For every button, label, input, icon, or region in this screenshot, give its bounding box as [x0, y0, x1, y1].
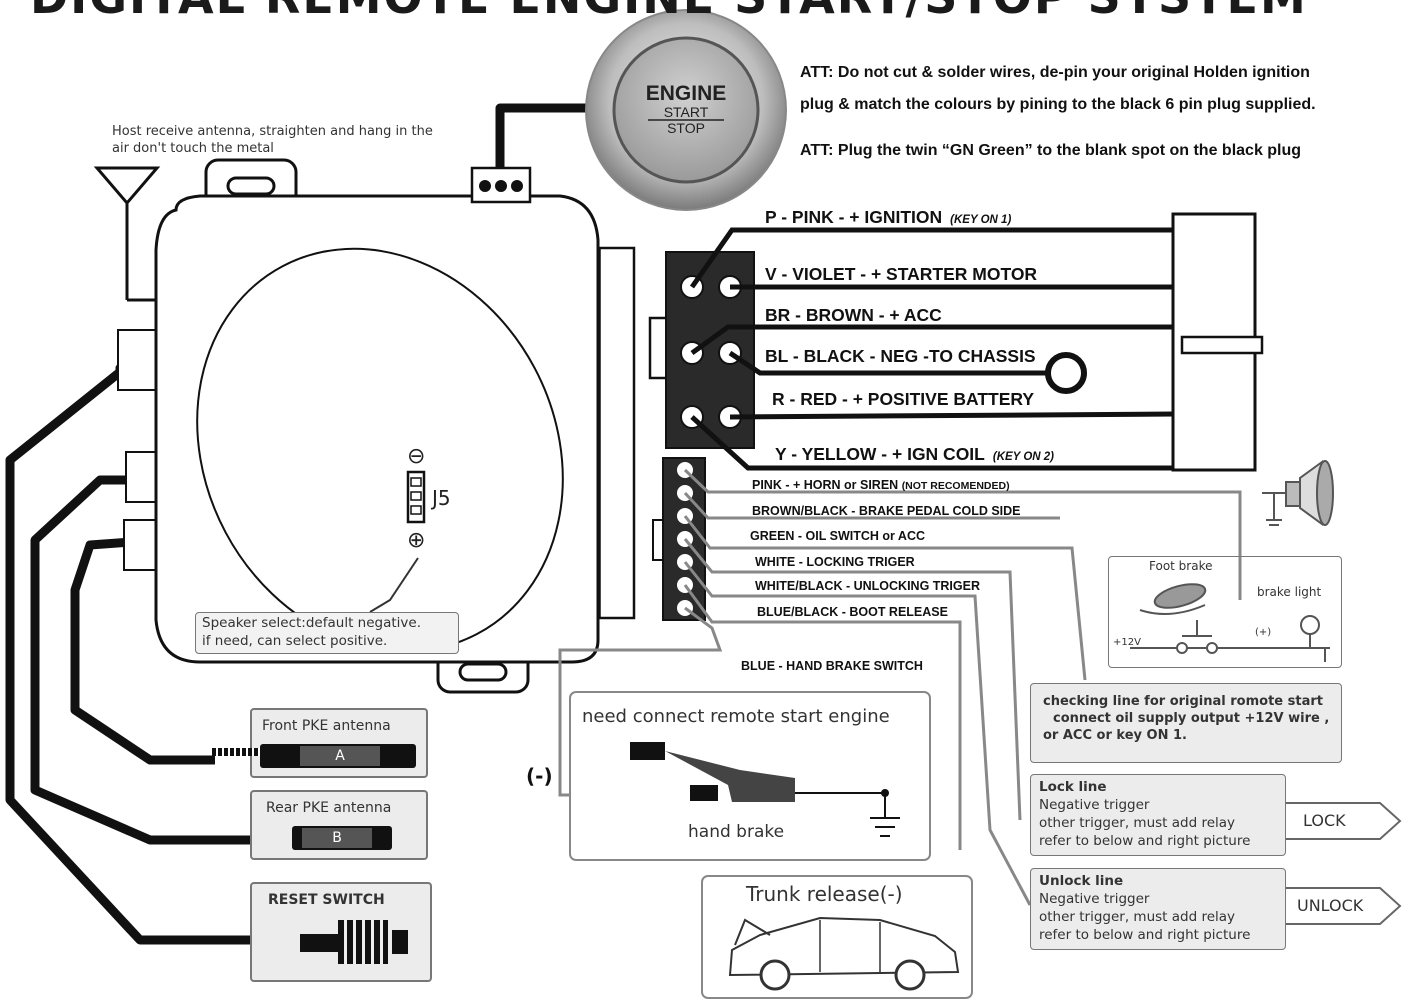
- main-plug-wires: [689, 227, 1176, 471]
- lock-line-2: other trigger, must add relay: [1039, 815, 1236, 831]
- checking-line-2: connect oil supply output +12V wire ,: [1053, 711, 1330, 726]
- wire-label-yellow: Y - YELLOW - + IGN COIL(KEY ON 2): [775, 444, 1054, 464]
- foot-brake-circuit: [1130, 583, 1330, 662]
- host-antenna-icon: [93, 166, 175, 302]
- wire-label-red: R - RED - + POSITIVE BATTERY: [772, 389, 1035, 409]
- reset-switch-icon: [300, 934, 340, 952]
- lock-line-title: Lock line: [1039, 779, 1107, 795]
- button-label-engine: ENGINE: [646, 82, 727, 105]
- antenna-label-line-2: air don't touch the metal: [112, 141, 274, 156]
- secondary-label-blue-black: BLUE/BLACK - BOOT RELEASE: [757, 605, 948, 619]
- reset-switch-title: RESET SWITCH: [268, 892, 385, 908]
- att-note-line-2: plug & match the colours by pining to th…: [800, 96, 1316, 113]
- jumper-plus-icon: ⊕: [407, 528, 426, 553]
- speaker-note-line-1: Speaker select:default negative.: [202, 615, 421, 631]
- button-cable: [470, 103, 600, 204]
- chassis-ground-ring-icon: [1045, 352, 1087, 394]
- foot-brake-title: Foot brake: [1149, 559, 1213, 573]
- hand-brake-ground-label: (-): [526, 764, 553, 788]
- brake-light-label: brake light: [1257, 585, 1322, 599]
- rear-pke-antenna-box: Rear PKE antenna B: [250, 790, 428, 860]
- foot-brake-plus: (+): [1255, 627, 1272, 638]
- rear-pke-letter: B: [302, 828, 372, 848]
- horn-icon: [1262, 460, 1334, 526]
- reset-switch-box: RESET SWITCH: [250, 882, 432, 982]
- jumper-j5: [406, 470, 426, 524]
- wire-label-black: BL - BLACK - NEG -TO CHASSIS: [765, 346, 1036, 366]
- jumper-label: J5: [432, 486, 451, 510]
- secondary-label-green: GREEN - OIL SWITCH or ACC: [750, 529, 925, 543]
- button-label-stop: STOP: [667, 120, 705, 136]
- original-ignition-plug: [1171, 212, 1264, 472]
- checking-line-box: checking line for original romote start …: [1030, 683, 1342, 763]
- speaker-note-pointer: [369, 557, 419, 613]
- lock-line-3: refer to below and right picture: [1039, 833, 1251, 849]
- rear-pke-antenna-icon: B: [292, 826, 392, 850]
- lock-arrow-label: LOCK: [1303, 811, 1346, 830]
- page-title: DIGITAL REMOTE ENGINE START/STOP SYSTEM: [30, 0, 1308, 24]
- unlock-line-box: Unlock line Negative trigger other trigg…: [1030, 868, 1286, 950]
- control-module: [117, 158, 636, 694]
- checking-line-1: checking line for original romote start: [1043, 694, 1324, 709]
- secondary-label-blue: BLUE - HAND BRAKE SWITCH: [741, 659, 923, 673]
- foot-brake-12v: +12V: [1113, 637, 1141, 648]
- checking-line-3: or ACC or key ON 1.: [1043, 728, 1187, 743]
- speaker-note-line-2: if need, can select positive.: [202, 633, 388, 649]
- front-pke-title: Front PKE antenna: [262, 718, 391, 734]
- lock-line-1: Negative trigger: [1039, 797, 1150, 813]
- secondary-label-white: WHITE - LOCKING TRIGER: [755, 555, 915, 569]
- antenna-label-line-1: Host receive antenna, straighten and han…: [112, 124, 433, 139]
- button-label-start: START: [664, 104, 709, 120]
- secondary-label-pink: PINK - + HORN or SIREN (NOT RECOMENDED): [752, 478, 1010, 492]
- front-pke-cable: [212, 748, 262, 756]
- secondary-label-brown-black: BROWN/BLACK - BRAKE PEDAL COLD SIDE: [752, 504, 1021, 518]
- wire-label-violet: V - VIOLET - + STARTER MOTOR: [765, 264, 1038, 284]
- foot-brake-box: Foot brake brake light +12V (+): [1108, 556, 1342, 668]
- wire-label-pink: P - PINK - + IGNITION(KEY ON 1): [765, 207, 1012, 227]
- engine-start-stop-button-icon: ENGINE START STOP: [585, 9, 787, 211]
- rear-pke-title: Rear PKE antenna: [266, 800, 392, 816]
- wire-label-brown: BR - BROWN - + ACC: [765, 305, 942, 325]
- front-pke-antenna-icon: A: [260, 744, 416, 768]
- lock-line-box: Lock line Negative trigger other trigger…: [1030, 774, 1286, 856]
- speaker-note-box: Speaker select:default negative. if need…: [195, 612, 459, 654]
- unlock-line-1: Negative trigger: [1039, 891, 1150, 907]
- hand-brake-box: [569, 691, 931, 861]
- front-pke-letter: A: [300, 746, 380, 766]
- hand-brake-title: need connect remote start engine: [582, 706, 890, 727]
- secondary-label-white-black: WHITE/BLACK - UNLOCKING TRIGER: [755, 579, 980, 593]
- hand-brake-label: hand brake: [688, 822, 785, 842]
- trunk-release-box: [701, 875, 973, 999]
- front-pke-antenna-box: Front PKE antenna A: [212, 708, 428, 778]
- unlock-arrow-label: UNLOCK: [1297, 896, 1364, 915]
- unlock-line-3: refer to below and right picture: [1039, 927, 1251, 943]
- unlock-line-title: Unlock line: [1039, 873, 1124, 889]
- reset-switch-tip: [392, 930, 408, 954]
- reset-switch-thread: [338, 920, 388, 964]
- unlock-line-2: other trigger, must add relay: [1039, 909, 1236, 925]
- jumper-minus-icon: ⊖: [407, 444, 426, 469]
- att-note-line-3: ATT: Plug the twin “GN Green” to the bla…: [800, 142, 1302, 159]
- trunk-release-title: Trunk release(-): [746, 882, 903, 906]
- att-note-line-1: ATT: Do not cut & solder wires, de-pin y…: [800, 64, 1310, 81]
